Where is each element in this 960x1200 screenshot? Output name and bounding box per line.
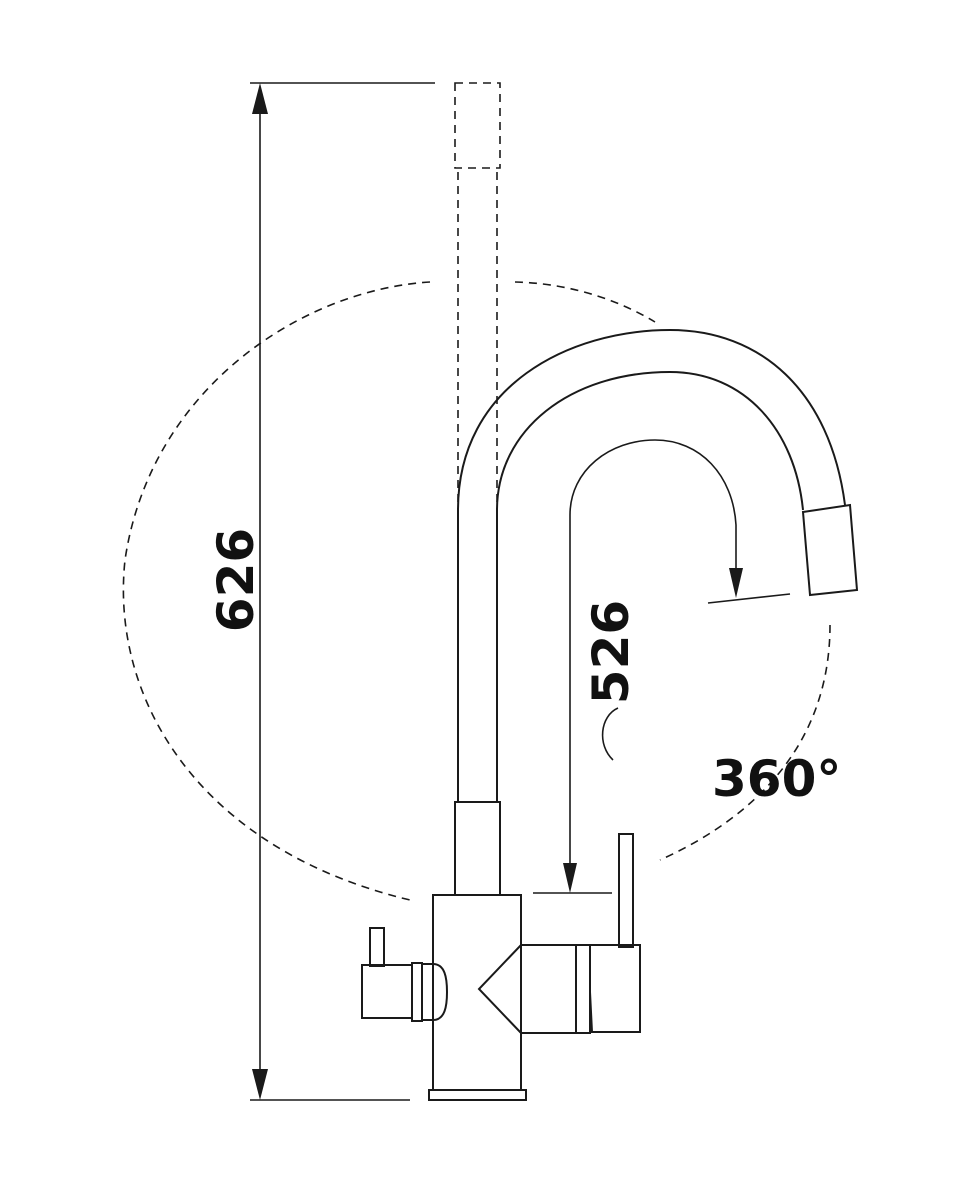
nozzle-level-reference-line	[707, 593, 791, 604]
spout-height-label: 526	[582, 600, 640, 704]
filter-valve-collar	[411, 962, 423, 1022]
rotation-arc-left	[122, 281, 431, 901]
filter-valve	[361, 927, 449, 1022]
upright-nozzle-ghost	[454, 82, 501, 169]
spout-height-top-arrowhead	[729, 568, 743, 598]
spout	[457, 328, 859, 802]
spout-height-dimension: 526	[533, 439, 791, 894]
filter-valve-lever	[369, 927, 385, 967]
spout-nozzle	[801, 503, 859, 597]
base-plate	[428, 1089, 527, 1101]
spout-height-dimension-line	[569, 439, 737, 868]
upright-spout-ghost	[454, 82, 501, 515]
mixer-handle	[477, 833, 641, 1034]
spout-collar	[454, 801, 501, 896]
filter-valve-housing	[361, 964, 413, 1019]
mixer-cone	[477, 944, 577, 1034]
approximate-symbol	[601, 707, 619, 761]
bottom-arrowhead	[252, 1069, 268, 1100]
rotation-label: 360°	[712, 750, 841, 808]
rotation-ellipse: 360°	[122, 281, 841, 901]
mixer-cap	[589, 944, 641, 1033]
mixer-lever	[618, 833, 634, 948]
rotation-arc-top	[514, 281, 656, 323]
filter-valve-knob	[422, 963, 449, 1021]
total-height-label: 626	[207, 528, 265, 632]
spout-outer-edge	[457, 328, 846, 802]
faucet-body	[428, 801, 527, 1101]
top-arrowhead	[252, 83, 268, 114]
spout-height-bottom-arrowhead	[563, 863, 577, 893]
rotation-arc-right	[659, 624, 831, 861]
spout-inner-edge	[496, 370, 804, 802]
mixer-ring	[575, 944, 591, 1034]
total-height-dimension: 626	[207, 82, 435, 1101]
